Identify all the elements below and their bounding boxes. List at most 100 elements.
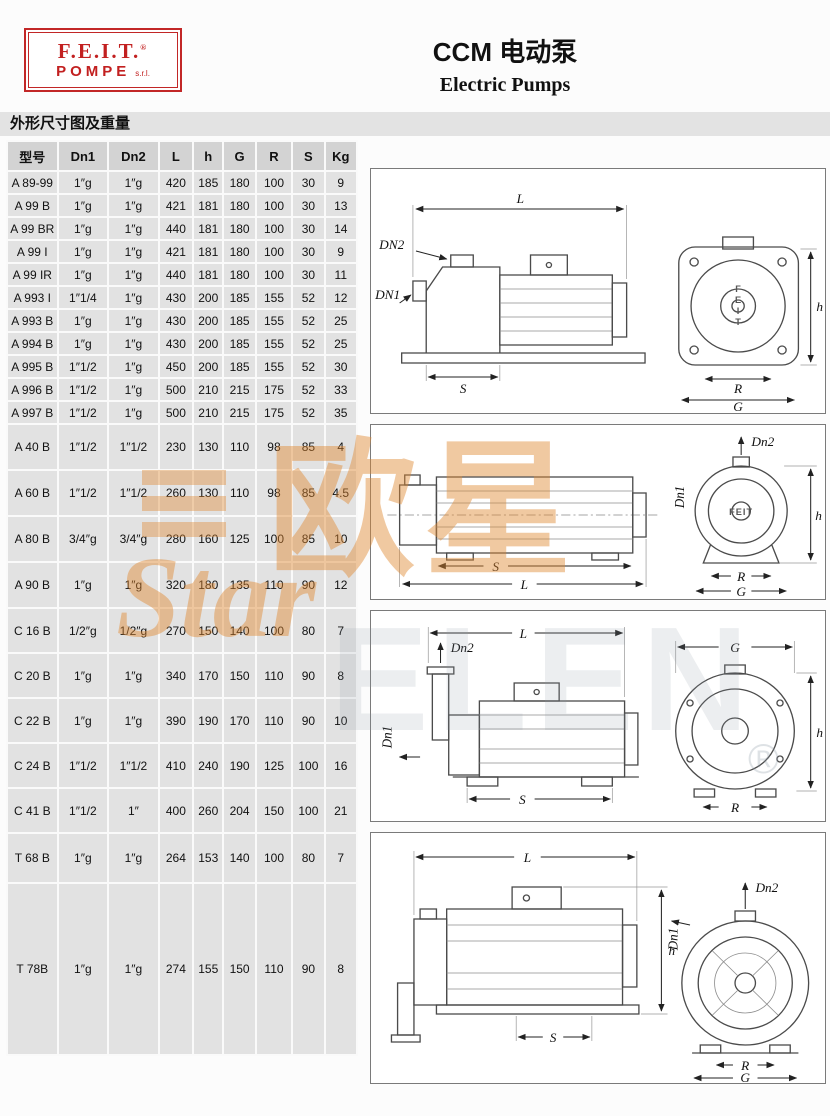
value-cell: 320 xyxy=(157,561,195,609)
column-header: 型号 xyxy=(6,140,59,172)
peripheral-pump-drawing: FEIT S L Dn2 Dn1 xyxy=(387,434,822,599)
value-cell: 1″g xyxy=(107,308,160,333)
value-cell: 1″g xyxy=(56,308,110,333)
value-cell: 200 xyxy=(192,354,225,379)
value-cell: 430 xyxy=(157,331,195,356)
value-cell: 85 xyxy=(291,515,326,563)
diagram-centrifugal-c-series: L Dn2 Dn1 S G xyxy=(370,610,826,822)
value-cell: 155 xyxy=(254,285,294,310)
model-cell: A 99 I xyxy=(6,239,59,264)
value-cell: 85 xyxy=(291,423,326,471)
value-cell: 1/2″g xyxy=(56,607,110,654)
value-cell: 1″g xyxy=(56,561,110,609)
column-header: G xyxy=(222,140,257,172)
dim-label-L: L xyxy=(520,577,528,592)
value-cell: 180 xyxy=(192,561,225,609)
value-cell: 190 xyxy=(192,697,225,744)
value-cell: 85 xyxy=(291,469,326,517)
value-cell: 1″1/2 xyxy=(56,469,110,517)
model-cell: C 41 B xyxy=(6,787,59,834)
value-cell: 1″g xyxy=(107,262,160,287)
value-cell: 13 xyxy=(323,193,359,218)
value-cell: 155 xyxy=(254,331,294,356)
value-cell: 155 xyxy=(192,882,225,1056)
value-cell: 1″g xyxy=(107,882,160,1056)
value-cell: 1″g xyxy=(107,285,160,310)
value-cell: 1″g xyxy=(56,262,110,287)
value-cell: 110 xyxy=(254,697,294,744)
value-cell: 1″g xyxy=(107,331,160,356)
dim-label-R: R xyxy=(733,381,742,396)
column-header: S xyxy=(291,140,326,172)
value-cell: 1″g xyxy=(107,239,160,264)
dim-label-h: h xyxy=(669,943,676,958)
value-cell: 1″g xyxy=(107,216,160,241)
dim-label-G: G xyxy=(730,640,740,655)
value-cell: 185 xyxy=(222,354,257,379)
value-cell: 100 xyxy=(291,742,326,789)
value-cell: 1″g xyxy=(56,652,110,699)
value-cell: 1″1/2 xyxy=(107,423,160,471)
value-cell: 100 xyxy=(254,216,294,241)
logo-sub-row: POMPE s.r.l. xyxy=(56,64,150,79)
value-cell: 170 xyxy=(222,697,257,744)
column-header: Dn1 xyxy=(56,140,110,172)
value-cell: 421 xyxy=(157,239,195,264)
value-cell: 90 xyxy=(291,697,326,744)
value-cell: 30 xyxy=(291,193,326,218)
value-cell: 52 xyxy=(291,354,326,379)
value-cell: 100 xyxy=(254,193,294,218)
diagram-peripheral-pump: FEIT S L Dn2 Dn1 xyxy=(370,424,826,600)
model-cell: A 994 B xyxy=(6,331,59,356)
value-cell: 430 xyxy=(157,285,195,310)
value-cell: 100 xyxy=(254,262,294,287)
logo-srl-text: s.r.l. xyxy=(135,68,150,78)
value-cell: 35 xyxy=(323,400,359,425)
value-cell: 215 xyxy=(222,377,257,402)
brand-text: FEIT xyxy=(729,507,753,517)
value-cell: 1″g xyxy=(107,170,160,195)
model-cell: A 996 B xyxy=(6,377,59,402)
front-view xyxy=(675,664,795,798)
value-cell: 400 xyxy=(157,787,195,834)
value-cell: 181 xyxy=(192,239,225,264)
value-cell: 1″g xyxy=(56,697,110,744)
dim-label-h: h xyxy=(816,725,823,740)
column-header: h xyxy=(192,140,225,172)
value-cell: 190 xyxy=(222,742,257,789)
value-cell: 100 xyxy=(254,832,294,884)
model-cell: A 993 B xyxy=(6,308,59,333)
value-cell: 1″g xyxy=(107,400,160,425)
value-cell: 110 xyxy=(254,652,294,699)
value-cell: 181 xyxy=(192,216,225,241)
model-cell: A 60 B xyxy=(6,469,59,517)
dim-label-Dn1: Dn1 xyxy=(666,928,681,951)
value-cell: 181 xyxy=(192,193,225,218)
value-cell: 12 xyxy=(323,561,359,609)
value-cell: 1″g xyxy=(56,331,110,356)
value-cell: 10 xyxy=(323,515,359,563)
dim-label-Dn2: Dn2 xyxy=(754,880,778,895)
dimension-lines: L DN2 DN1 S h R xyxy=(374,191,823,413)
value-cell: 1″1/2 xyxy=(107,742,160,789)
value-cell: 153 xyxy=(192,832,225,884)
t-series-drawing: L S h Dn2 Dn1 xyxy=(390,850,810,1083)
value-cell: 9 xyxy=(323,239,359,264)
model-cell: C 16 B xyxy=(6,607,59,654)
value-cell: 181 xyxy=(192,262,225,287)
value-cell: 1″1/2 xyxy=(56,354,110,379)
value-cell: 390 xyxy=(157,697,195,744)
page-titles: CCM 电动泵 Electric Pumps xyxy=(210,32,800,97)
dim-label-R: R xyxy=(736,569,745,584)
dim-label-L: L xyxy=(523,850,531,865)
